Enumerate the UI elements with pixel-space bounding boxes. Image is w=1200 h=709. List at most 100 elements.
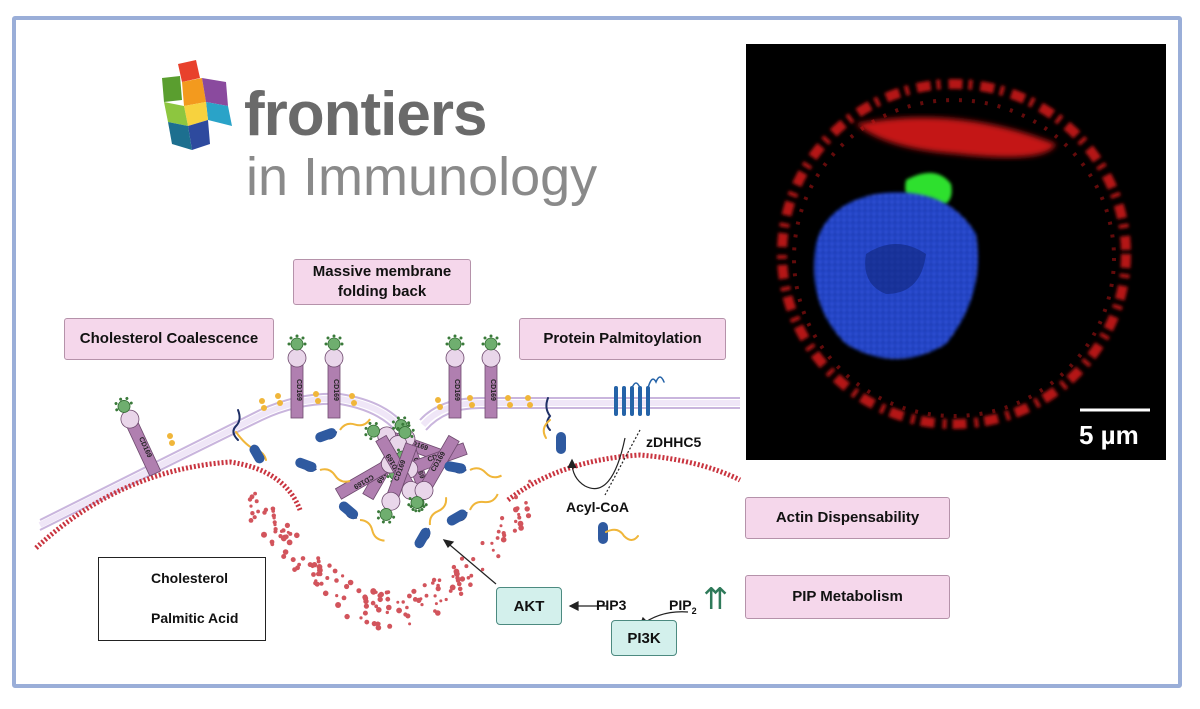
actin-dot [322,590,329,597]
palmitoylated-protein [338,501,385,542]
actin-dot [525,507,529,512]
actin-dot [273,523,277,527]
actin-dot [272,516,276,520]
actin-dot [512,528,518,533]
actin-dot [314,581,320,587]
legend-cholesterol-label: Cholesterol [151,570,229,586]
actin-dot [439,599,443,603]
actin-dot [347,579,354,586]
actin-dot [422,583,427,588]
protein-palmitoylation-label: Protein Palmitoylation [519,318,726,360]
actin-dot [387,623,393,629]
fluorescence-micrograph [746,44,1166,460]
actin-dot [496,554,501,559]
cholesterol-molecule [167,433,175,446]
actin-dot [247,497,253,502]
actin-dot [284,522,290,529]
actin-dot [514,495,518,500]
actin-dot [464,564,469,569]
actin-dot [451,575,455,578]
actin-dot [271,509,276,513]
actin-dot [469,573,474,578]
actin-dot [407,593,412,599]
actin-dot [363,603,369,609]
actin-dot [344,583,350,590]
membrane-cholesterol [167,391,533,446]
actin-dot [502,533,507,538]
actin-dot [253,491,257,496]
actin-dot [290,557,296,563]
actin-dot [444,597,448,602]
actin-dot [524,501,528,505]
actin-dot [458,591,464,596]
actin-dot [459,576,466,582]
actin-dot [466,576,471,580]
actin-dot [332,568,338,574]
actin-dot [459,556,465,561]
palmitoylated-protein [315,418,371,443]
pathway-arrows [442,429,689,628]
actin-dot [496,529,501,534]
actin-dot [356,588,362,594]
actin-dot [281,554,287,559]
actin-dot [525,513,532,519]
actin-dot [325,576,330,580]
actin-dot [375,624,382,631]
actin-dot [519,524,523,529]
actin-dot [250,511,255,516]
actin-dot [254,499,259,504]
cd169-receptor: CD169 [481,334,501,419]
cd169-receptor: CD169 [445,334,465,419]
cd169-label: CD169 [453,379,460,401]
palmitoylated-protein [444,461,502,479]
cd169-receptor: CD169 [114,396,162,477]
pi3k-box: PI3K [611,620,677,656]
actin-dot [371,621,377,627]
actin-dot [500,516,505,521]
actin-dot [490,541,494,545]
actin-dot [284,534,289,539]
actin-dot [499,524,503,528]
logo-frontiers-text: frontiers [244,80,487,149]
actin-dot [449,584,456,591]
palmitoylated-proteins [232,397,639,544]
cd169-label: CD169 [332,379,339,401]
actin-dot [412,597,418,602]
actin-dot [386,605,392,610]
actin-cortex [34,452,742,550]
zdhhc5-label: zDHHC5 [646,434,702,450]
cholesterol-molecule [259,398,267,411]
actin-dot [297,562,301,567]
actin-dispensability-label: Actin Dispensability [745,497,950,539]
cd169-receptor: CD169 [376,442,418,524]
actin-dot [335,594,339,598]
actin-dot [362,610,368,616]
legend-box: Cholesterol Palmitic Acid [98,557,266,641]
pip2-label: PIP2 [669,597,697,616]
actin-dot [431,581,435,585]
palmitoylated-protein [414,497,448,549]
cd169-label: CD169 [295,379,302,401]
actin-dot [451,564,457,570]
akt-box: AKT [496,587,562,625]
actin-dot [437,578,442,582]
actin-dot [316,556,321,561]
cholesterol-molecule [525,395,533,408]
actin-dot [457,586,463,592]
actin-dot [256,509,260,514]
acyl-coa-label: Acyl-CoA [566,499,630,515]
cholesterol-coalescence-label: Cholesterol Coalescence [64,318,274,360]
actin-puncta [247,479,532,631]
actin-dot [376,607,382,613]
legend-palmitic-acid-label: Palmitic Acid [151,610,239,626]
actin-dot [396,600,400,604]
actin-dot [374,604,379,609]
actin-dot [311,572,316,577]
logo-journal-text: in Immunology [246,147,598,207]
actin-dot [517,515,522,520]
actin-dot [295,565,300,571]
actin-dot [377,593,382,598]
actin-dot [495,536,500,540]
actin-dot [274,529,278,533]
